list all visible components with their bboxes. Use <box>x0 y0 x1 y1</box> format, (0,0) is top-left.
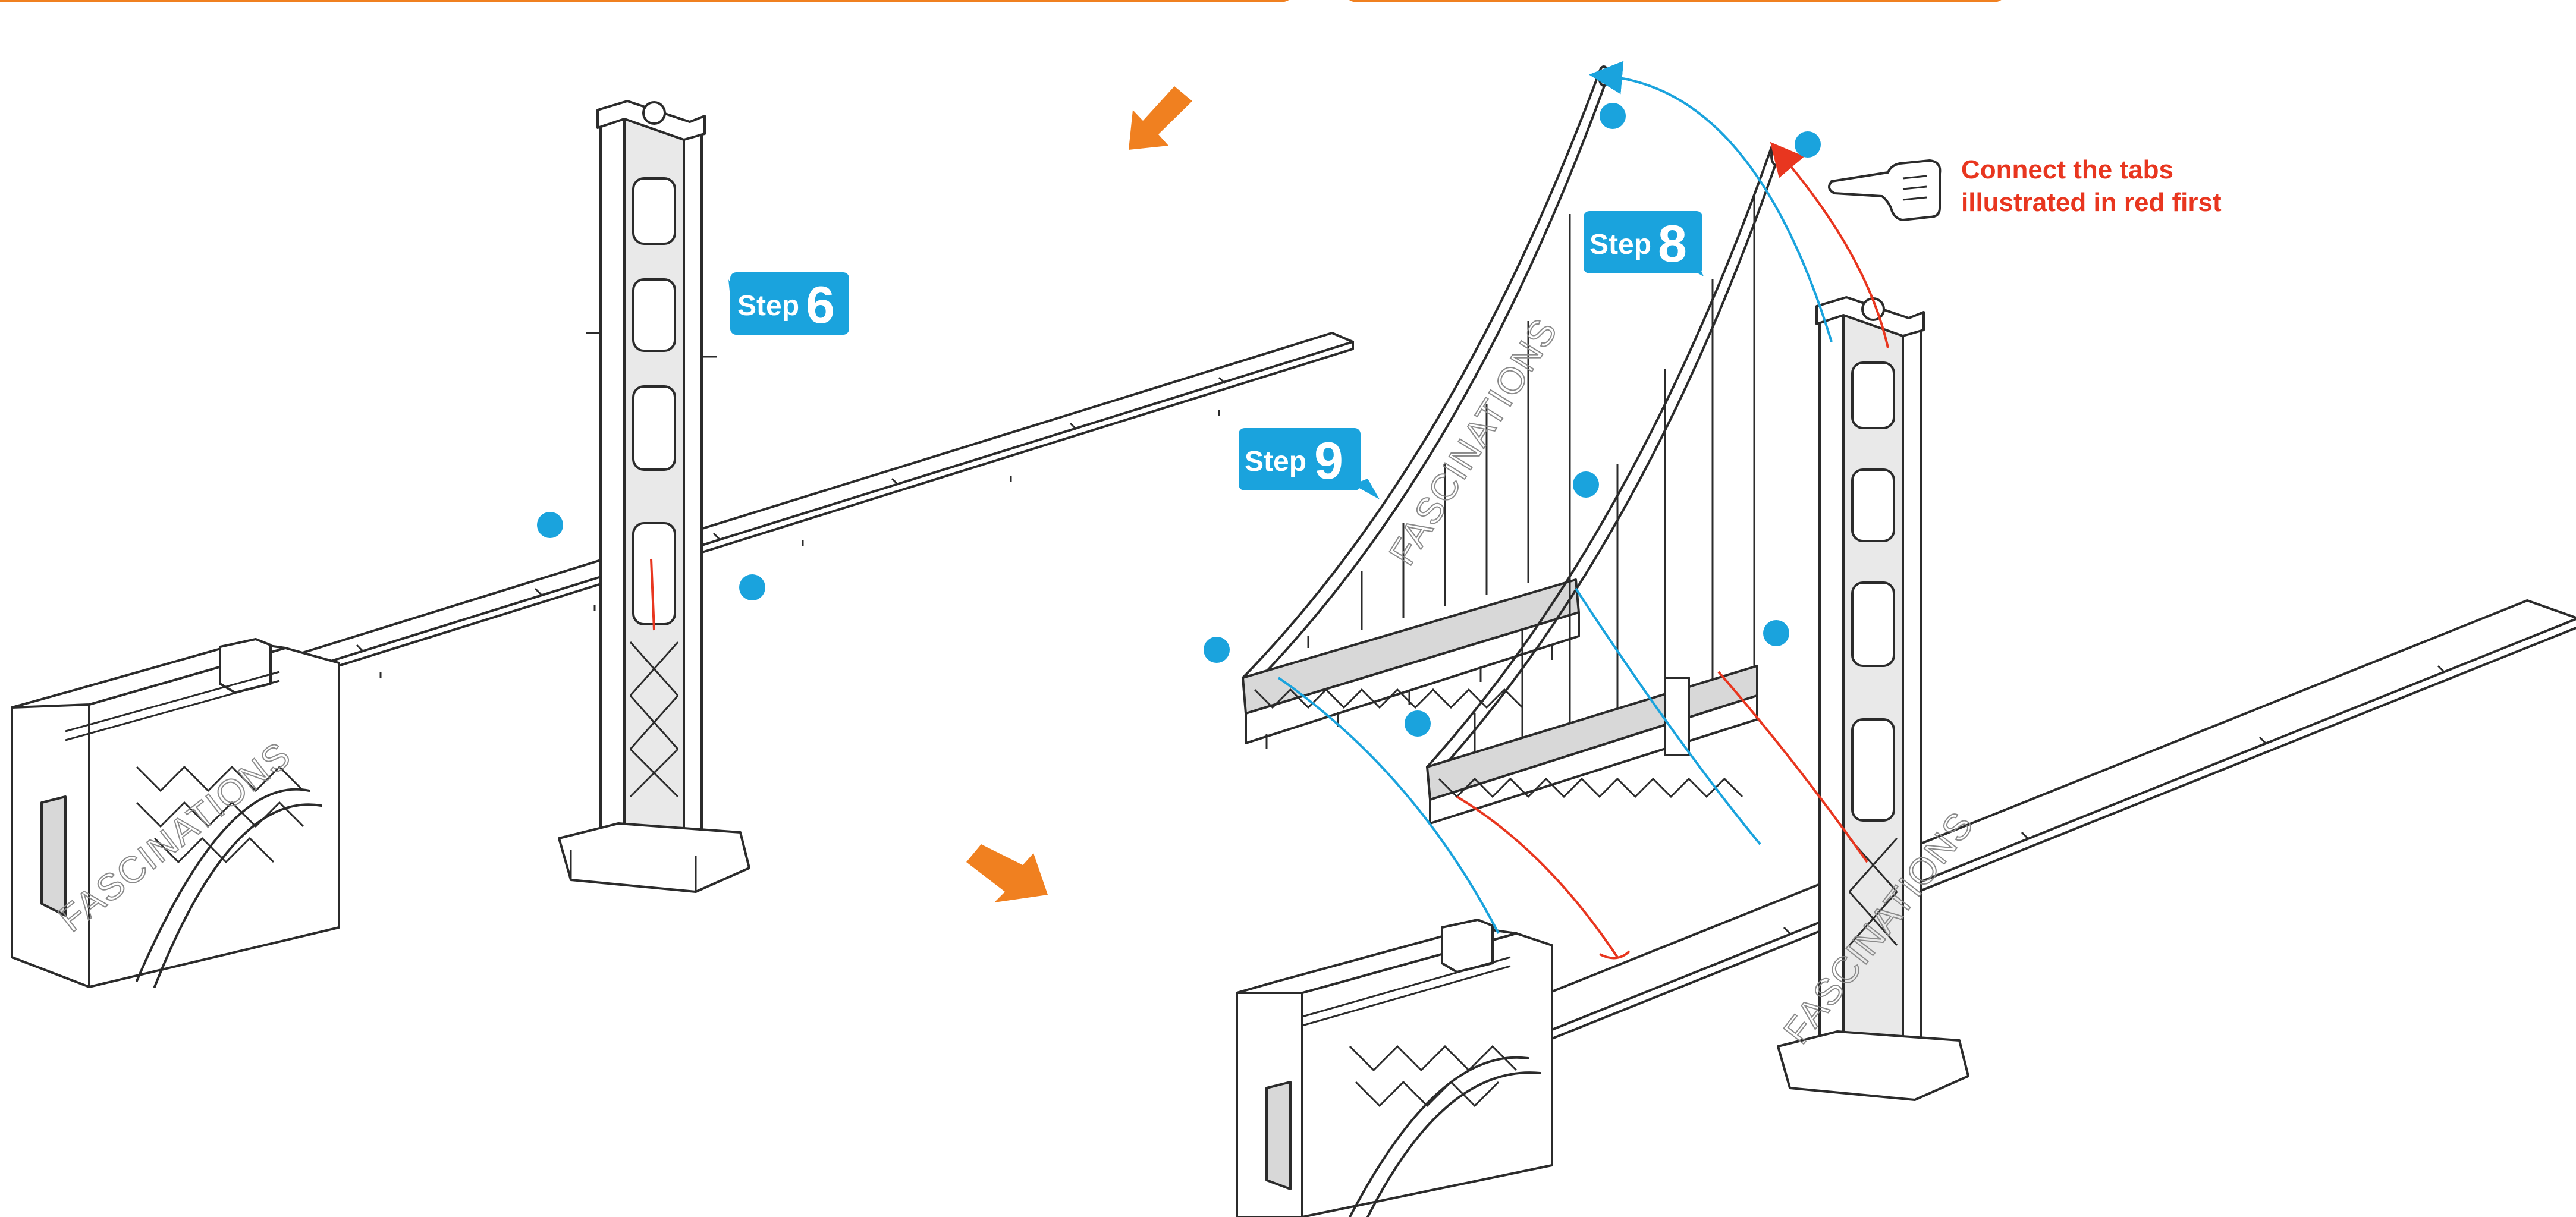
left-tower <box>558 100 750 893</box>
connection-dot <box>1600 103 1626 129</box>
step-6-badge: Step 6 <box>728 272 849 335</box>
left-anchorage: FASCINATIONS <box>11 638 340 988</box>
step-9-span-piece: FASCINATIONS <box>1242 65 1610 749</box>
orange-arrow-down-right <box>966 844 1048 902</box>
step-6-word: Step <box>737 290 799 322</box>
connection-dot <box>537 512 563 538</box>
pointing-hand-icon <box>1828 159 1942 221</box>
red-note: Connect the tabs illustrated in red firs… <box>1961 155 2222 217</box>
right-tower: FASCINATIONS <box>1776 296 1983 1101</box>
top-panel-borders <box>0 0 2002 2</box>
step-8-number: 8 <box>1658 214 1687 273</box>
connection-dot <box>739 574 765 600</box>
orange-arrow-down-left <box>1129 86 1192 150</box>
step-9-number: 9 <box>1314 431 1343 490</box>
connector-lines <box>1277 61 1889 960</box>
step-6-number: 6 <box>806 275 835 334</box>
left-roadway-deck <box>278 332 1354 679</box>
connection-dot <box>1573 471 1599 498</box>
connection-dot <box>1763 620 1789 646</box>
right-assembly: FASCINATIONS FASCINATIONS <box>1204 61 2576 1217</box>
watermark-step-9-span: FASCINATIONS <box>1381 312 1566 573</box>
step-8-span-piece <box>1426 144 1782 825</box>
note-line-1: Connect the tabs <box>1961 155 2173 184</box>
step-8-badge: Step 8 <box>1584 211 1704 276</box>
right-roadway-deck <box>1474 599 2576 1051</box>
right-anchorage <box>1236 919 1553 1217</box>
step-8-word: Step <box>1589 229 1651 260</box>
note-line-2: illustrated in red first <box>1961 188 2222 217</box>
step-9-word: Step <box>1245 446 1306 477</box>
connection-dot <box>1795 131 1821 158</box>
left-assembly: FASCINATIONS Step 6 <box>11 100 1354 988</box>
connection-dot <box>1405 710 1431 737</box>
step-9-badge: Step 9 <box>1239 428 1380 499</box>
connection-dot <box>1204 637 1230 663</box>
